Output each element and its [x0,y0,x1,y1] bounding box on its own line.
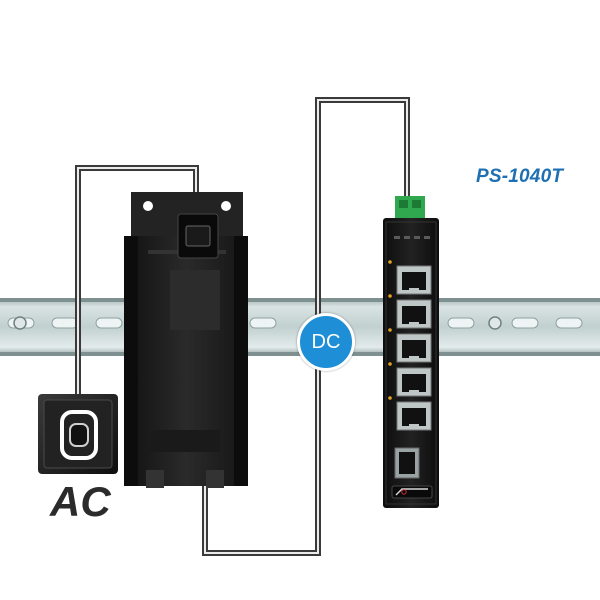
dc-terminal-block [395,196,425,218]
dc-label: DC [311,330,341,353]
ac-wall-socket [38,394,118,474]
ac-label: AC [50,478,111,525]
dc-badge: DC [297,313,355,371]
ethernet-switch [383,218,439,508]
rj45-ports [396,265,432,431]
power-supply-unit [124,192,248,488]
sfp-port [394,447,420,479]
brand-logo [391,485,433,499]
model-label: PS-1040T [476,166,564,187]
